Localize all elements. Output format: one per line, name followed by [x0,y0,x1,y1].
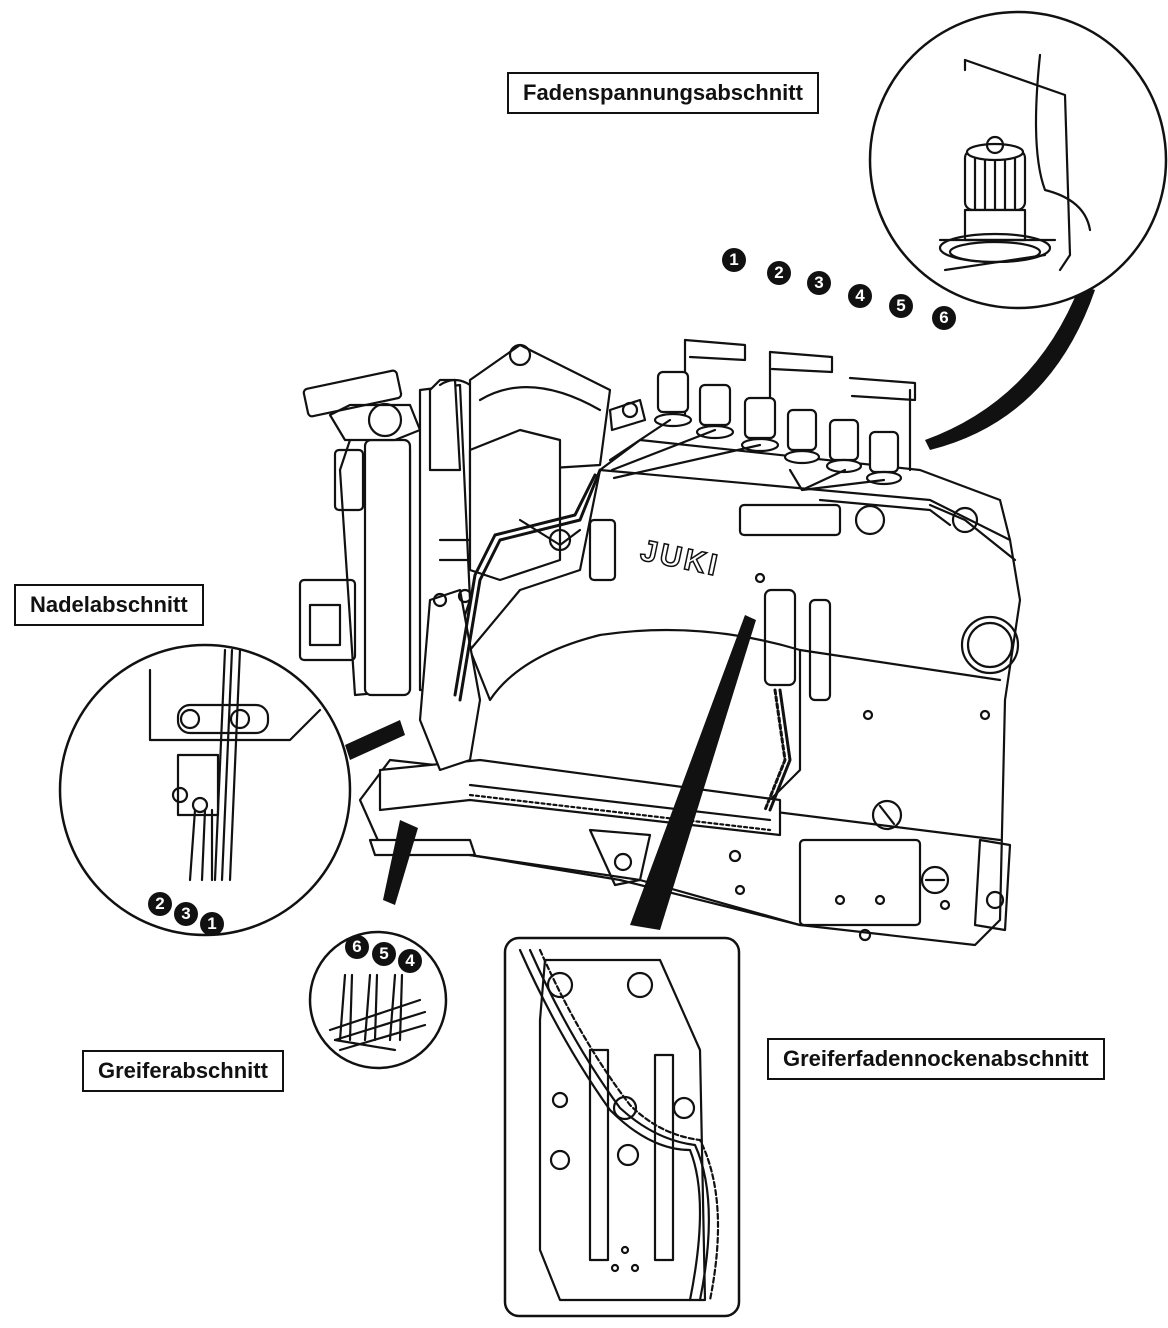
thread-tension-unit [608,338,917,492]
needle-number-1: 1 [200,912,224,936]
looper-number-6: 6 [345,935,369,959]
looper-number-5: 5 [372,942,396,966]
detail-box-looper-cam [503,936,741,1318]
label-needle: Nadelabschnitt [14,584,204,626]
needle-number-2: 2 [148,892,172,916]
label-thread-tension: Fadenspannungsabschnitt [507,72,819,114]
thread-number-1: 1 [722,248,746,272]
label-looper-cam: Greiferfadennockenabschnitt [767,1038,1105,1080]
thread-number-6: 6 [932,306,956,330]
thread-paths [453,468,792,812]
callout-pointers [345,285,1095,930]
machine-arm [358,438,1022,947]
thread-number-2: 2 [767,261,791,285]
machine-head [298,343,647,772]
detail-circle-needle [58,643,352,937]
needle-number-3: 3 [174,902,198,926]
detail-circle-thread-tension [868,10,1168,310]
thread-number-5: 5 [889,294,913,318]
looper-number-4: 4 [398,949,422,973]
label-looper: Greiferabschnitt [82,1050,284,1092]
thread-number-3: 3 [807,271,831,295]
thread-number-4: 4 [848,284,872,308]
